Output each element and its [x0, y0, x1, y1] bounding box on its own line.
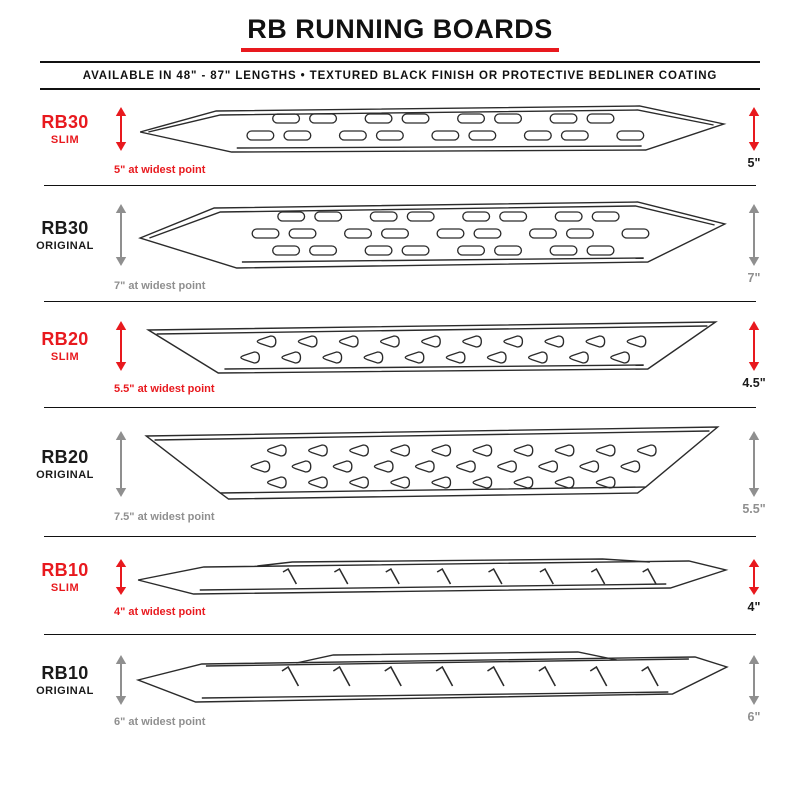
row-divider [44, 407, 756, 408]
header-rule-bottom [40, 88, 760, 90]
width-caption: 5.5" at widest point [114, 382, 215, 395]
height-dimension-label: 6" [747, 709, 761, 724]
model-name: RB20 [41, 446, 89, 467]
model-name: RB20 [41, 329, 89, 349]
left-height-arrow [108, 430, 134, 516]
vertical-dimension-arrow-icon [748, 654, 760, 705]
left-height-arrow [108, 654, 134, 724]
right-height-dimension: 7" [730, 204, 778, 285]
vertical-dimension-arrow-icon [748, 321, 760, 371]
product-row-rb30-original: RB30 ORIGINAL [10, 186, 790, 301]
rb20-slim-board-drawing [145, 320, 718, 374]
page-header: RB RUNNING BOARDS AVAILABLE IN 48" - 87"… [0, 14, 800, 90]
vertical-dimension-arrow-icon [115, 107, 127, 151]
board-illustration-wrap: 4" at widest point [114, 556, 730, 618]
variant-name: SLIM [50, 582, 80, 594]
height-dimension-label: 4" [747, 600, 761, 614]
board-illustration-wrap: 6" at widest point [114, 650, 730, 728]
variant-name: ORIGINAL [36, 240, 94, 252]
product-row-rb10-original: RB10 ORIGINAL 6" at widest point [10, 635, 790, 741]
width-caption: 5" at widest point [114, 163, 206, 176]
product-label: RB20 ORIGINAL [22, 447, 108, 500]
board-illustration-wrap: 7.5" at widest point [114, 423, 730, 523]
model-name: RB10 [41, 560, 89, 580]
rb30-slim-board-drawing [139, 104, 727, 153]
header-subtitle: AVAILABLE IN 48" - 87" LENGTHS • TEXTURE… [82, 70, 718, 82]
variant-name: SLIM [50, 134, 80, 146]
height-dimension-label: 7" [747, 271, 761, 285]
vertical-dimension-arrow-icon [748, 204, 760, 266]
product-row-rb20-original: RB20 ORIGINAL [10, 408, 790, 536]
row-divider [44, 536, 756, 537]
board-illustration-wrap: 5.5" at widest point [114, 317, 730, 395]
page-title: RB RUNNING BOARDS [241, 14, 559, 52]
height-dimension-label: 5.5" [742, 501, 766, 516]
header-rule-top [40, 61, 760, 63]
width-caption: 6" at widest point [114, 716, 206, 728]
height-dimension-label: 5" [747, 156, 761, 170]
product-label: RB30 SLIM [22, 112, 108, 165]
vertical-dimension-arrow-icon [748, 559, 760, 595]
board-illustration-wrap: 7" at widest point [114, 198, 730, 292]
vertical-dimension-arrow-icon [115, 204, 127, 266]
product-row-rb20-slim: RB20 SLIM [10, 302, 790, 407]
product-label: RB20 SLIM [22, 329, 108, 382]
right-height-dimension: 4" [730, 559, 778, 614]
vertical-dimension-arrow-icon [115, 654, 127, 705]
left-height-arrow [108, 107, 134, 170]
vertical-dimension-arrow-icon [115, 430, 127, 497]
row-divider [44, 301, 756, 302]
product-row-rb30-slim: RB30 SLIM 5" at wides [10, 90, 790, 185]
variant-name: ORIGINAL [36, 684, 94, 697]
vertical-dimension-arrow-icon [115, 321, 127, 371]
width-caption: 7" at widest point [114, 279, 206, 292]
vertical-dimension-arrow-icon [748, 430, 760, 497]
width-caption: 4" at widest point [114, 605, 206, 618]
row-divider [44, 634, 756, 635]
vertical-dimension-arrow-icon [115, 559, 127, 595]
variant-name: ORIGINAL [36, 468, 94, 481]
width-caption: 7.5" at widest point [114, 511, 215, 523]
product-label: RB10 SLIM [22, 560, 108, 613]
rb30-original-board-drawing [138, 200, 727, 269]
vertical-dimension-arrow-icon [748, 107, 760, 151]
rb10-original-board-drawing [135, 651, 729, 703]
right-height-dimension: 5.5" [730, 430, 778, 516]
row-divider [44, 185, 756, 186]
variant-name: SLIM [50, 351, 80, 363]
rb20-original-board-drawing [144, 426, 720, 500]
right-height-dimension: 4.5" [730, 321, 778, 390]
product-rows: RB30 SLIM 5" at wides [0, 90, 800, 741]
product-label: RB30 ORIGINAL [22, 218, 108, 271]
right-height-dimension: 5" [730, 107, 778, 170]
board-illustration-wrap: 5" at widest point [114, 102, 730, 176]
product-label: RB10 ORIGINAL [22, 663, 108, 716]
model-name: RB30 [41, 112, 89, 132]
product-row-rb10-slim: RB10 SLIM 4" at widest point [10, 537, 790, 634]
model-name: RB10 [41, 662, 89, 683]
height-dimension-label: 4.5" [742, 376, 766, 390]
right-height-dimension: 6" [730, 654, 778, 724]
left-height-arrow [108, 204, 134, 285]
left-height-arrow [108, 321, 134, 390]
model-name: RB30 [41, 218, 89, 238]
left-height-arrow [108, 559, 134, 614]
rb10-slim-board-drawing [137, 557, 729, 595]
